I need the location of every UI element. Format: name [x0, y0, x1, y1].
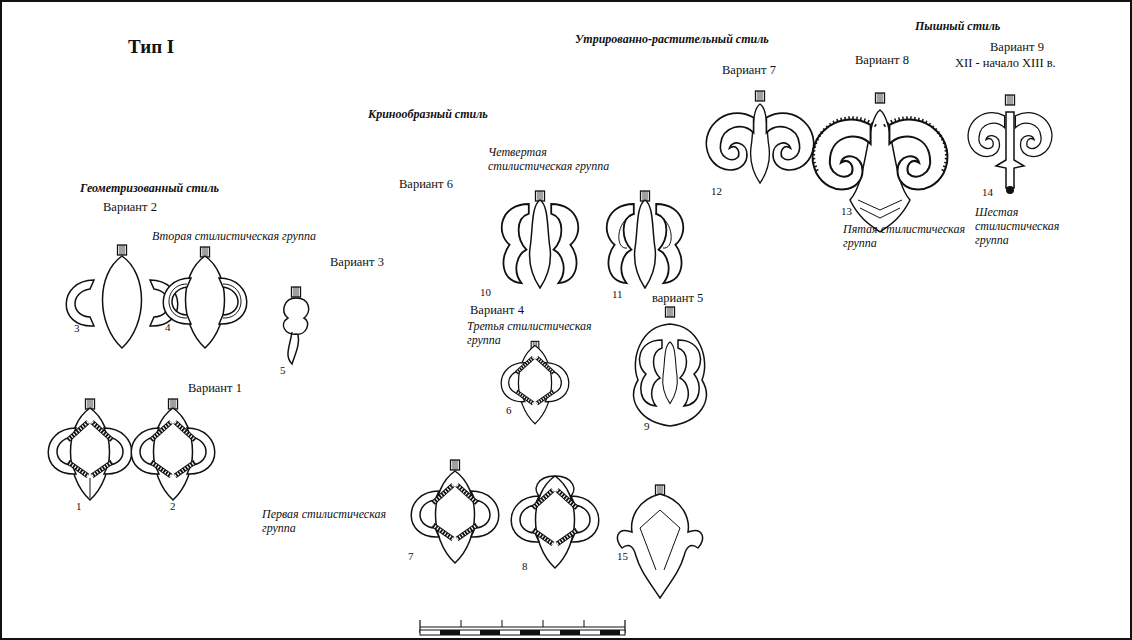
style-heading: Пышный стиль	[915, 20, 1000, 34]
date-label: XII - начало XIII в.	[955, 56, 1056, 70]
figure-number: 5	[280, 364, 286, 377]
style-heading: Геометризованный стиль	[80, 182, 219, 196]
group-label: Первая стилистическая группа	[262, 508, 402, 536]
figure-number: 12	[711, 185, 722, 198]
style-heading: Утрированно-растительный стиль	[575, 33, 769, 47]
figure-number: 6	[506, 404, 512, 417]
variant-label: Вариант 4	[470, 303, 524, 317]
figure-number: 1	[76, 500, 82, 513]
variant-label: Вариант 6	[399, 177, 453, 191]
group-label: Шестая стилистическая группа	[975, 206, 1070, 247]
variant-label: Вариант 1	[188, 381, 242, 395]
figure-number: 15	[617, 550, 628, 563]
figure-number: 13	[841, 205, 852, 218]
scale-bar	[420, 620, 625, 635]
type-title: Тип I	[128, 36, 174, 58]
variant-label: Вариант 2	[103, 200, 157, 214]
figure-number: 4	[165, 321, 171, 334]
figure-number: 7	[408, 550, 414, 563]
figure-number: 11	[612, 288, 623, 301]
group-label: Третья стилистическая группа	[467, 320, 597, 348]
figure-number: 3	[74, 322, 80, 335]
variant-label: Вариант 8	[855, 53, 909, 67]
variant-label: Вариант 9	[990, 40, 1044, 54]
group-label: Четвертая стилистическая группа	[488, 146, 628, 174]
figure-number: 14	[982, 186, 993, 199]
style-heading: Кринообразный стиль	[368, 108, 488, 122]
group-label: Пятая стилистическая группа	[843, 223, 973, 251]
figure-number: 9	[644, 420, 650, 433]
figure-number: 8	[522, 560, 528, 573]
group-label: Вторая стилистическая группа	[152, 230, 352, 244]
figure-number: 2	[170, 500, 176, 513]
variant-label: вариант 5	[652, 291, 703, 305]
variant-label: Вариант 7	[722, 63, 776, 77]
figure-number: 10	[480, 286, 491, 299]
variant-label: Вариант 3	[330, 255, 384, 269]
